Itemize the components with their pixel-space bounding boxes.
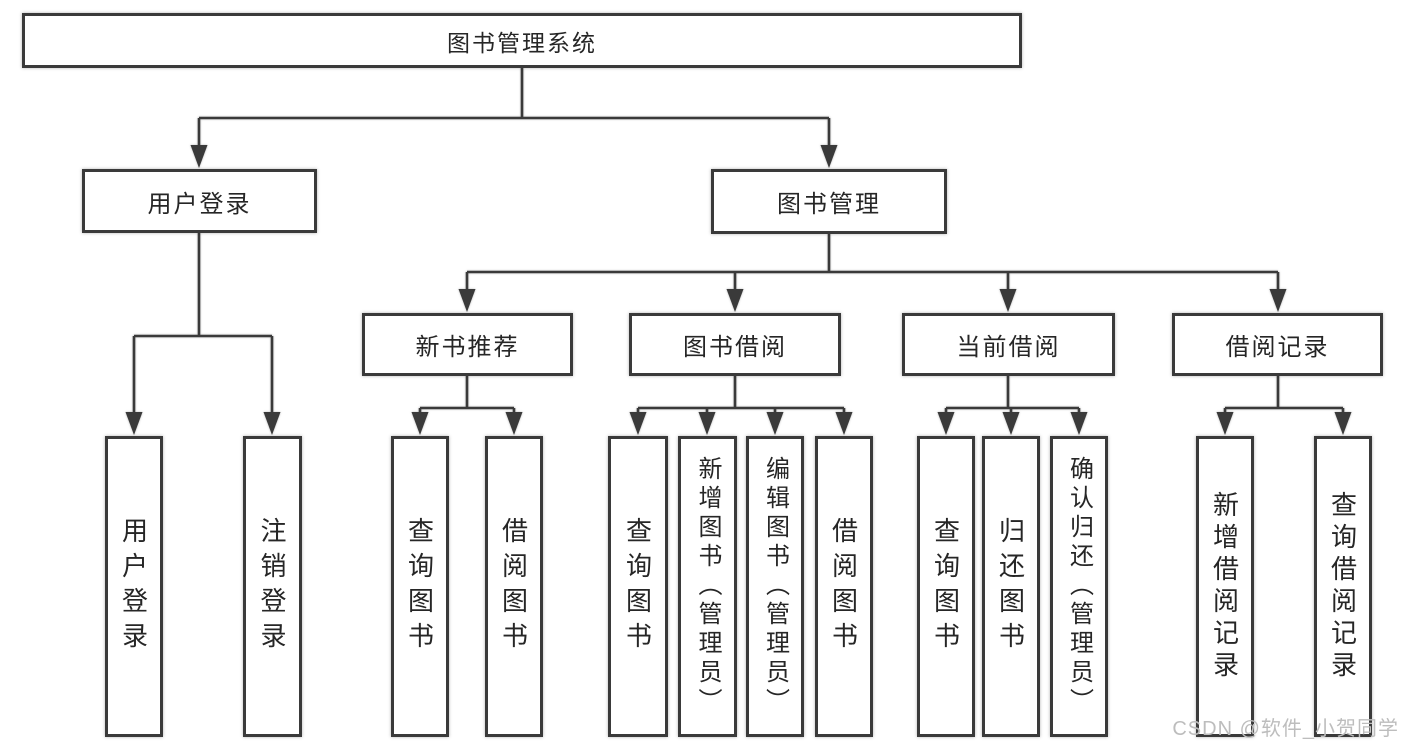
leaf-label: 借阅图书 — [498, 516, 529, 657]
leaf-query-books-current: 查询图书 — [917, 436, 975, 737]
leaf-confirm-return-admin: 确认归还（管理员） — [1050, 436, 1108, 737]
node-label: 图书管理系统 — [447, 29, 597, 56]
node-new-book-recommendation: 新书推荐 — [362, 313, 573, 376]
leaf-query-borrow-record: 查询借阅记录 — [1314, 436, 1372, 737]
node-book-borrowing: 图书借阅 — [629, 313, 841, 376]
node-library-management-system: 图书管理系统 — [22, 13, 1022, 68]
node-label: 当前借阅 — [956, 334, 1061, 361]
leaf-add-books-admin: 新增图书（管理员） — [678, 436, 737, 737]
leaf-label: 借阅图书 — [828, 516, 859, 657]
leaf-borrow-books: 借阅图书 — [815, 436, 873, 737]
leaf-label: 用户登录 — [118, 516, 149, 657]
leaf-borrow-books-newbook: 借阅图书 — [485, 436, 543, 737]
leaf-add-borrow-record: 新增借阅记录 — [1196, 436, 1254, 737]
leaf-logout: 注销登录 — [243, 436, 302, 737]
node-borrowing-records: 借阅记录 — [1172, 313, 1383, 376]
leaf-return-books: 归还图书 — [982, 436, 1040, 737]
node-label: 借阅记录 — [1225, 334, 1330, 361]
leaf-label: 归还图书 — [995, 516, 1026, 657]
leaf-user-login: 用户登录 — [105, 436, 163, 737]
watermark: CSDN @软件_小贺同学 — [1172, 718, 1399, 740]
leaf-label: 查询借阅记录 — [1327, 490, 1358, 683]
node-label: 新书推荐 — [415, 334, 520, 361]
node-label: 图书借阅 — [683, 334, 787, 361]
leaf-query-books-newbook: 查询图书 — [391, 436, 449, 737]
node-book-management: 图书管理 — [711, 169, 947, 234]
leaf-label: 查询图书 — [622, 516, 653, 657]
node-current-borrowing: 当前借阅 — [902, 313, 1115, 376]
leaf-label: 编辑图书（管理员） — [761, 456, 789, 717]
leaf-label: 新增借阅记录 — [1209, 490, 1240, 683]
node-label: 图书管理 — [777, 191, 881, 218]
node-user-login: 用户登录 — [82, 169, 317, 233]
leaf-label: 注销登录 — [257, 516, 287, 657]
leaf-edit-books-admin: 编辑图书（管理员） — [746, 436, 804, 737]
leaf-query-books-borrow: 查询图书 — [608, 436, 668, 737]
node-label: 用户登录 — [147, 190, 252, 218]
leaf-label: 确认归还（管理员） — [1065, 456, 1093, 717]
leaf-label: 查询图书 — [404, 516, 435, 657]
leaf-label: 查询图书 — [930, 516, 961, 657]
leaf-label: 新增图书（管理员） — [694, 456, 721, 717]
